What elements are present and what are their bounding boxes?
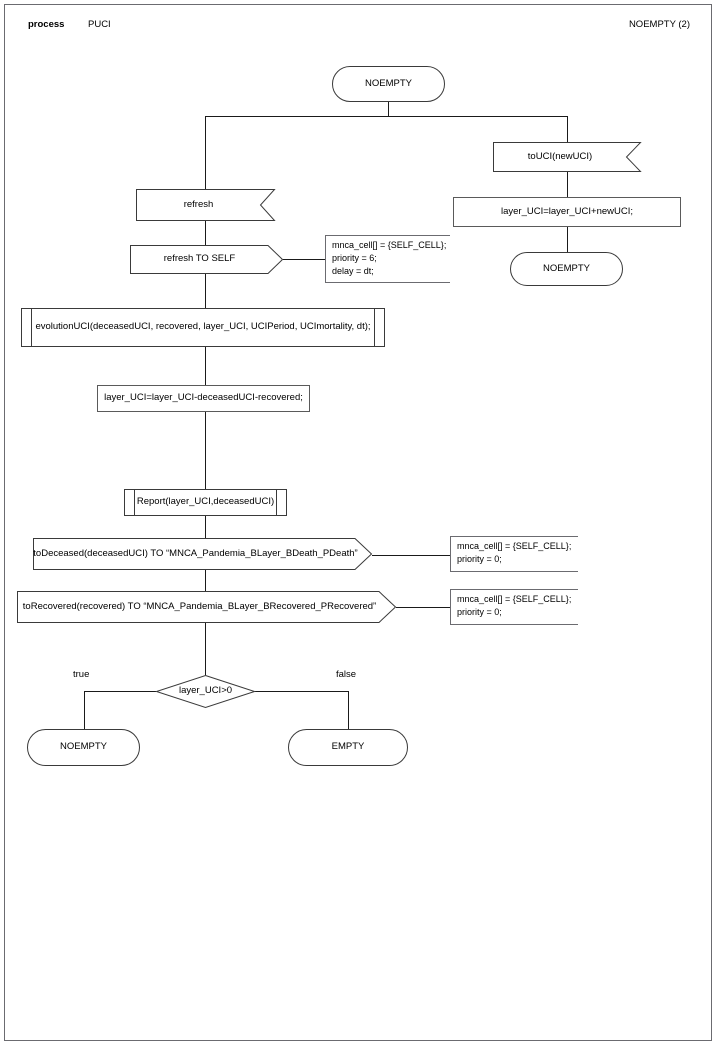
leader-deceased-note [372, 555, 450, 556]
connector-to-touci [567, 116, 568, 142]
output-signal-torecovered-label: toRecovered(recovered) TO “MNCA_Pandemia… [22, 600, 377, 612]
connector-split-horizontal [205, 116, 568, 117]
branch-label-false: false [336, 669, 357, 680]
state-start-noempty[interactable]: NOEMPTY [332, 66, 445, 102]
decision-layer-uci-gt-zero-label: layer_UCI>0 [178, 685, 233, 697]
state-end-empty[interactable]: EMPTY [288, 729, 408, 766]
connector-false-horizontal [255, 691, 348, 692]
procedure-left-bar [31, 309, 32, 346]
state-end-empty-label: EMPTY [331, 741, 365, 753]
page-frame [4, 4, 712, 1041]
connector-recovered-to-decision [205, 623, 206, 675]
decision-layer-uci-gt-zero[interactable]: layer_UCI>0 [154, 674, 257, 709]
input-signal-refresh[interactable]: refresh [136, 189, 276, 221]
header-kind: process [28, 19, 65, 30]
procedure-report-right-bar [276, 490, 277, 515]
state-right-noempty[interactable]: NOEMPTY [510, 252, 623, 286]
output-signal-torecovered[interactable]: toRecovered(recovered) TO “MNCA_Pandemia… [17, 591, 397, 623]
note-recovered-params-line-2: priority = 0; [457, 607, 502, 617]
input-signal-refresh-label: refresh [183, 198, 214, 210]
output-signal-todeceased-label: toDeceased(deceasedUCI) TO “MNCA_Pandemi… [33, 547, 358, 559]
output-signal-todeceased[interactable]: toDeceased(deceasedUCI) TO “MNCA_Pandemi… [33, 538, 373, 570]
connector-start-down [388, 102, 389, 117]
connector-report-to-deceased [205, 516, 206, 538]
connector-self-to-evolution [205, 274, 206, 308]
leader-recovered-note [396, 607, 450, 608]
note-deceased-params-line-2: priority = 0; [457, 554, 502, 564]
procedure-call-report[interactable]: Report(layer_UCI,deceasedUCI) [124, 489, 287, 516]
header-page-label: NOEMPTY (2) [628, 19, 690, 30]
state-start-noempty-label: NOEMPTY [365, 77, 412, 89]
connector-true-down [84, 691, 85, 729]
connector-false-down [348, 691, 349, 729]
note-deceased-params: mnca_cell[] = {SELF_CELL}; priority = 0; [450, 536, 578, 572]
note-recovered-params-line-1: mnca_cell[] = {SELF_CELL}; [457, 594, 572, 604]
note-recovered-params: mnca_cell[] = {SELF_CELL}; priority = 0; [450, 589, 578, 625]
note-refresh-params: mnca_cell[] = {SELF_CELL}; priority = 6;… [325, 235, 450, 283]
task-add-newuci-label: layer_UCI=layer_UCI+newUCI; [501, 205, 633, 217]
connector-refresh-to-self [205, 221, 206, 245]
task-subtract-deceased-recovered[interactable]: layer_UCI=layer_UCI-deceasedUCI-recovere… [97, 385, 310, 412]
connector-touci-to-task [567, 171, 568, 198]
input-signal-touci-label: toUCI(newUCI) [527, 150, 593, 162]
note-refresh-params-line-3: delay = dt; [332, 266, 374, 276]
note-refresh-params-line-1: mnca_cell[] = {SELF_CELL}; [332, 240, 447, 250]
procedure-right-bar [374, 309, 375, 346]
connector-to-refresh [205, 116, 206, 189]
leader-refresh-note [283, 259, 325, 260]
task-add-newuci[interactable]: layer_UCI=layer_UCI+newUCI; [453, 197, 681, 227]
procedure-call-report-label: Report(layer_UCI,deceasedUCI) [136, 496, 275, 508]
task-subtract-deceased-recovered-label: layer_UCI=layer_UCI-deceasedUCI-recovere… [104, 392, 303, 404]
state-right-noempty-label: NOEMPTY [543, 262, 590, 274]
procedure-report-left-bar [134, 490, 135, 515]
connector-task-to-report [205, 412, 206, 489]
procedure-call-evolutionuci[interactable]: evolutionUCI(deceasedUCI, recovered, lay… [21, 308, 385, 347]
note-refresh-params-line-2: priority = 6; [332, 253, 377, 263]
output-signal-refresh-to-self[interactable]: refresh TO SELF [130, 245, 284, 274]
connector-deceased-to-recovered [205, 570, 206, 591]
connector-task-to-noempty [567, 226, 568, 253]
state-end-noempty-label: NOEMPTY [60, 741, 107, 753]
input-signal-touci[interactable]: toUCI(newUCI) [493, 142, 642, 172]
header-process-name: PUCI [88, 19, 111, 30]
branch-label-true: true [73, 669, 90, 680]
procedure-call-evolutionuci-label: evolutionUCI(deceasedUCI, recovered, lay… [35, 321, 371, 333]
note-deceased-params-line-1: mnca_cell[] = {SELF_CELL}; [457, 541, 572, 551]
output-signal-refresh-to-self-label: refresh TO SELF [163, 253, 236, 265]
state-end-noempty[interactable]: NOEMPTY [27, 729, 140, 766]
connector-true-horizontal [84, 691, 156, 692]
connector-evolution-to-task [205, 347, 206, 385]
